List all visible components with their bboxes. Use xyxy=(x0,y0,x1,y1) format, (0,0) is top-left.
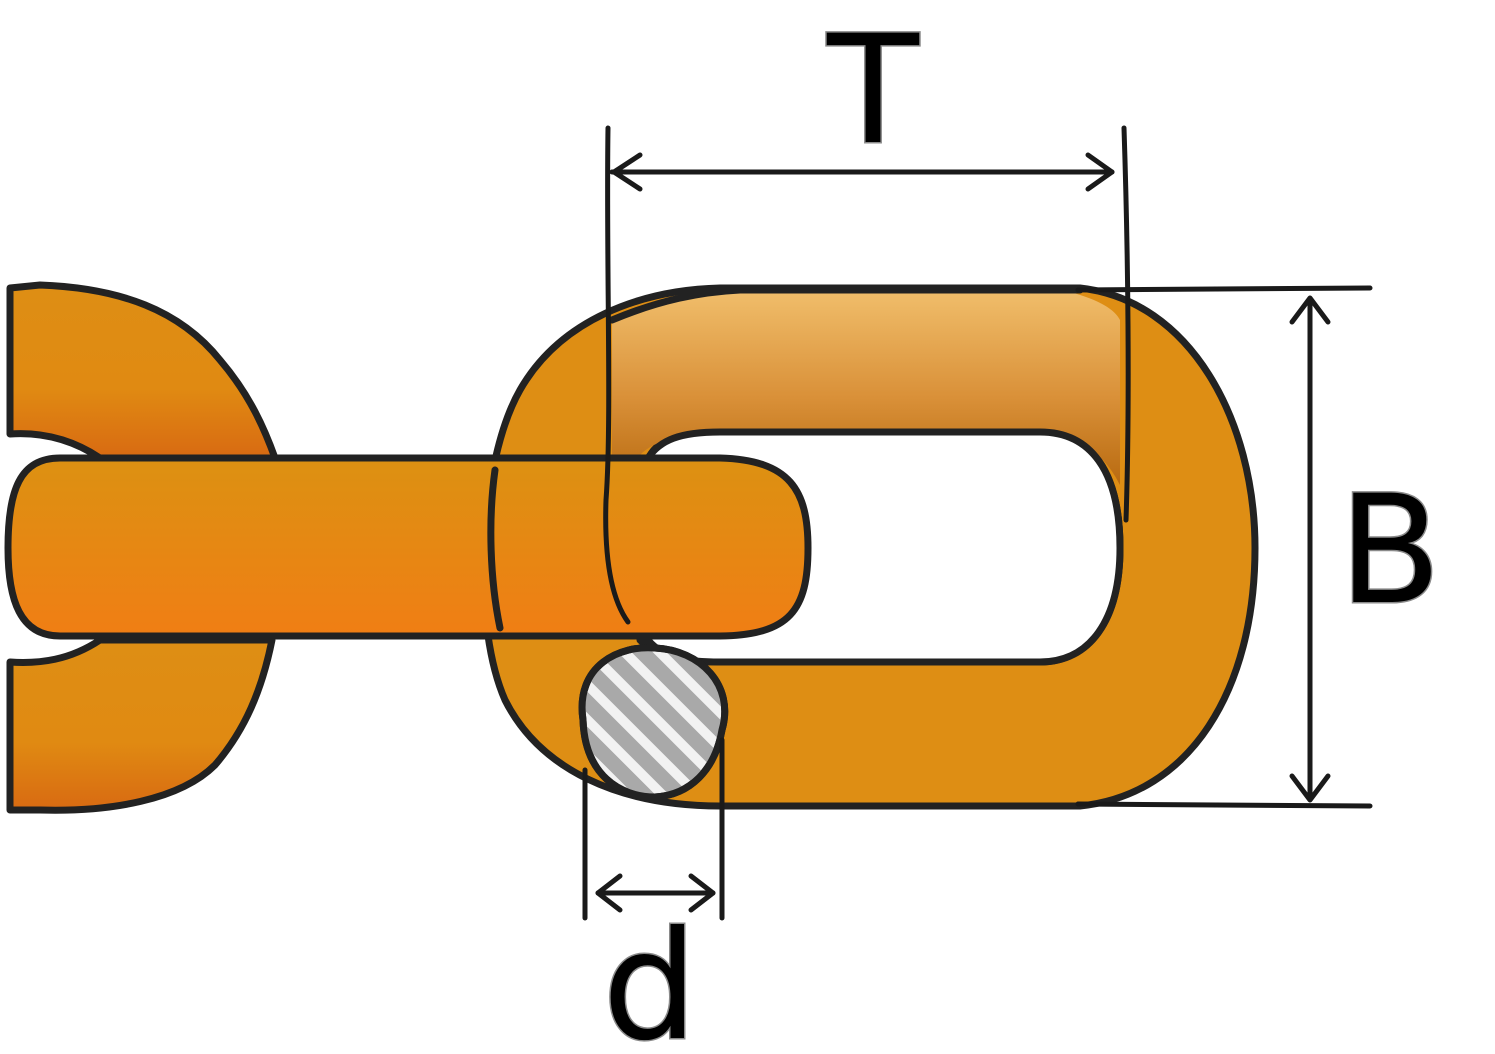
t-arrow-left xyxy=(611,152,643,192)
b-arrow-bottom xyxy=(1289,773,1331,803)
main-link-top-highlight xyxy=(612,292,1120,485)
b-extension-bottom xyxy=(1075,801,1373,809)
left-chain-link xyxy=(6,281,279,814)
dimension-b: B xyxy=(1075,285,1443,809)
d-label: d xyxy=(602,900,697,1054)
b-arrow-top xyxy=(1289,295,1331,325)
b-extension-top xyxy=(1075,285,1373,293)
d-arrow-left xyxy=(595,873,623,913)
t-extension-right xyxy=(1121,125,1131,523)
t-label: T xyxy=(826,4,920,178)
d-arrow-right xyxy=(688,873,716,913)
bar-weld-mark xyxy=(487,466,504,632)
b-label: B xyxy=(1339,464,1442,638)
dimension-d: d xyxy=(582,737,725,1054)
wire-cross-section xyxy=(578,644,729,801)
dimension-t: T xyxy=(603,3,1131,625)
left-link-lower-half xyxy=(6,636,276,814)
t-extension-left xyxy=(603,125,631,625)
t-arrow-right xyxy=(1085,152,1115,192)
left-link-through-bar xyxy=(4,454,812,640)
left-link-upper-half xyxy=(6,281,279,462)
